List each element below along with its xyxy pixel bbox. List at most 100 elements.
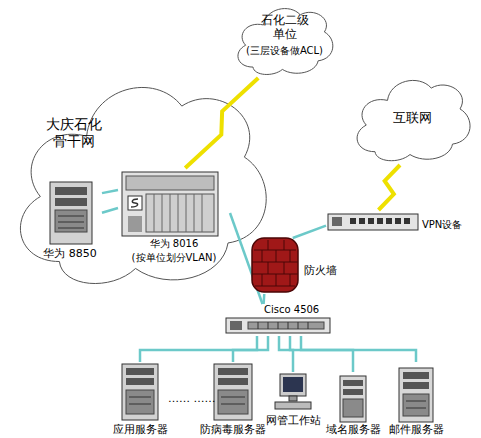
port-line <box>258 322 259 329</box>
server-bay <box>126 368 154 375</box>
slot-line <box>162 194 163 232</box>
brick-line <box>276 274 277 286</box>
node-sublabel: (按单位划分VLAN) <box>118 252 230 264</box>
brick-line <box>284 240 285 250</box>
brick-line <box>262 250 263 262</box>
server-icon <box>340 376 366 422</box>
vpn-port <box>350 218 356 224</box>
cloud-shape <box>20 87 266 283</box>
server-grille <box>221 404 245 405</box>
vpn-panel <box>332 217 342 226</box>
server-icon <box>214 364 252 420</box>
server-grille <box>58 228 84 229</box>
node-label: 华为 8850 <box>38 247 102 260</box>
server-bay <box>126 378 154 385</box>
server-case <box>340 376 366 422</box>
slot-line <box>154 194 155 232</box>
vpn-icon <box>328 214 418 230</box>
chassis-slots <box>146 194 214 232</box>
network-link <box>233 336 268 362</box>
node-label: 域名服务器 <box>324 423 382 436</box>
server-node: 邮件服务器 <box>384 362 448 438</box>
internet-cloud: 互联网 <box>350 70 475 165</box>
server-grille <box>129 397 151 398</box>
server-grille <box>406 401 426 402</box>
server-node: 防病毒服务器 <box>190 362 276 438</box>
switch-ports <box>248 322 324 329</box>
port-line <box>268 322 269 329</box>
node-sublabel: (三层设备做ACL) <box>232 45 337 57</box>
server-case <box>399 368 433 422</box>
vpn-port <box>377 218 383 224</box>
node-label: 防病毒服务器 <box>190 423 276 436</box>
port-line <box>298 322 299 329</box>
node-label: 石化二级 单位 <box>258 13 312 42</box>
monitor-stand <box>289 396 297 401</box>
slot-line <box>186 194 187 232</box>
node-label: VPN设备 <box>422 219 476 231</box>
vpn-port <box>368 218 374 224</box>
chassis-case <box>122 172 218 236</box>
backbone-cloud: 大庆石化 骨干网华为 8850 华为 8016(按单位划分VLAN) <box>5 62 277 294</box>
switch-case <box>226 318 330 333</box>
server-case <box>50 182 92 244</box>
switch-node: Cisco 4506 <box>224 304 334 336</box>
network-link <box>230 213 263 304</box>
firewall-wall <box>252 238 298 292</box>
server-panel <box>343 399 363 417</box>
monitor-case <box>280 374 306 396</box>
port-line <box>288 322 289 329</box>
network-link <box>262 294 265 304</box>
server-bay <box>403 372 429 379</box>
server-case <box>122 364 158 420</box>
vpn-case <box>328 214 418 230</box>
node-label: 防火墙 <box>304 264 345 277</box>
network-link <box>140 336 257 362</box>
network-link <box>279 336 293 372</box>
network-link <box>102 208 118 213</box>
vpn-node: VPN设备 <box>326 210 476 236</box>
cloud-shape <box>238 9 333 75</box>
server-bay <box>218 368 248 375</box>
server-node: 应用服务器 <box>100 362 180 438</box>
server-bay <box>55 187 87 195</box>
port-line <box>308 322 309 329</box>
node-label: Cisco 4506 <box>264 304 334 316</box>
brick-line <box>262 274 263 286</box>
server-panel <box>218 390 248 414</box>
firewall-icon <box>252 238 298 292</box>
brick-line <box>252 274 298 275</box>
brick-line <box>268 240 269 250</box>
server-case <box>214 364 252 420</box>
network-link <box>102 190 118 193</box>
node-label: 大庆石化 骨干网 <box>43 116 105 150</box>
chassis-icon <box>122 172 218 236</box>
keyboard <box>275 402 311 409</box>
server-grille <box>406 408 426 409</box>
brick-line <box>255 286 295 287</box>
server-panel <box>55 210 87 232</box>
slot-line <box>170 194 171 232</box>
switch-node: 华为 8016(按单位划分VLAN) <box>118 168 230 268</box>
network-link <box>290 336 353 372</box>
brick-line <box>290 274 291 286</box>
slot-line <box>194 194 195 232</box>
server-icon <box>122 364 158 420</box>
vpn-port <box>359 218 365 224</box>
port-line <box>278 322 279 329</box>
server-grille <box>58 222 84 223</box>
vpn-port <box>386 218 392 224</box>
server-bay <box>403 382 429 389</box>
brick-line <box>268 262 269 274</box>
vpn-port <box>395 218 401 224</box>
server-bay <box>343 380 363 386</box>
server-bay <box>218 378 248 385</box>
server-grille <box>58 216 84 217</box>
chassis-panel <box>128 216 142 232</box>
wireless-link <box>185 78 258 168</box>
server-node: 域名服务器 <box>324 372 382 438</box>
server-grille <box>221 397 245 398</box>
